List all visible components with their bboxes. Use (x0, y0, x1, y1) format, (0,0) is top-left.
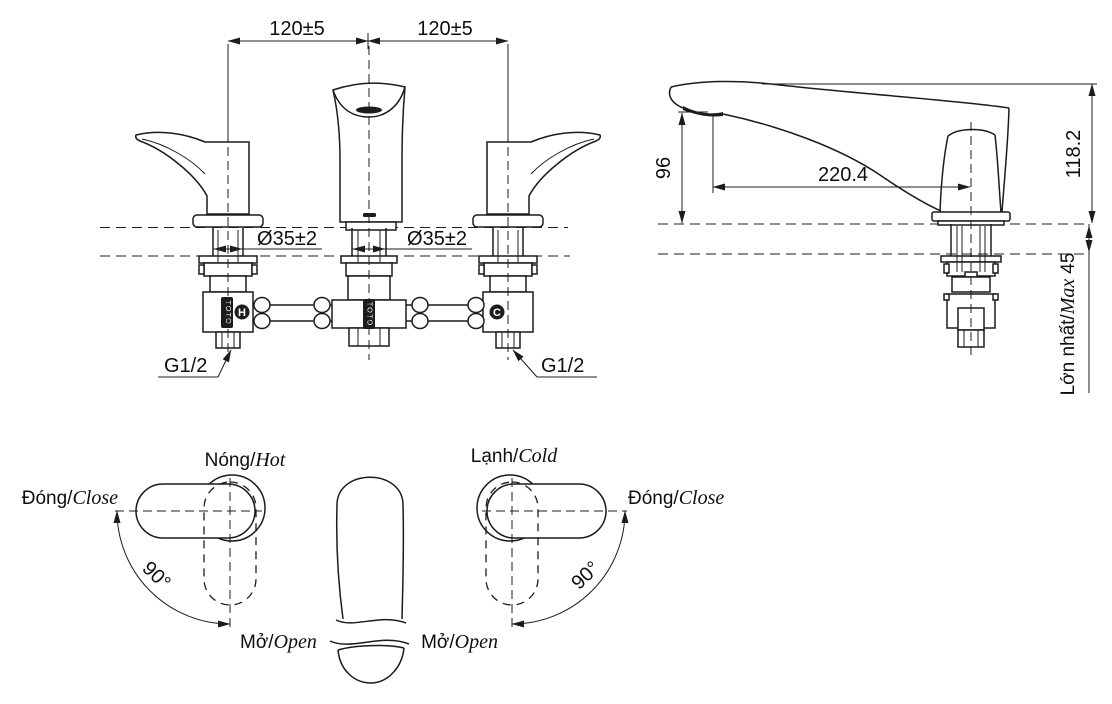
handle-lever-hot (135, 483, 256, 539)
thread-label-right: G1/2 (512, 349, 597, 378)
handle-diagram-hot: 90° Nóng/Hot Đóng/Close Mở/Open (22, 449, 317, 653)
reach-dimension: 220.4 (712, 115, 971, 193)
break-line-lower (329, 639, 410, 645)
deck-thickness-label: Lớn nhất/Max45 (1057, 253, 1079, 396)
dim-hole-left: Ø35±2 (257, 228, 317, 250)
hot-label: Nóng/Hot (205, 449, 286, 471)
spout-side-profile (668, 80, 1011, 226)
outlet-height-dimension: 96 (653, 111, 708, 224)
open-label-cold: Mở/Open (421, 631, 498, 653)
total-height-dimension: 118.2 (762, 83, 1097, 224)
deck-lines-front (100, 226, 570, 257)
angle-label-cold: 90° (567, 557, 604, 594)
deck-lines-side (658, 223, 1086, 255)
cold-handle-front (472, 131, 602, 228)
brand-label-center-valve: TOTO (366, 302, 375, 327)
thread-label-left: G1/2 (158, 349, 232, 378)
hot-valve-assembly: TOTO H (198, 228, 258, 349)
hot-handle-front (134, 131, 264, 228)
dim-reach: 220.4 (818, 164, 868, 186)
brand-label-hot-valve: TOTO (224, 300, 233, 325)
deck-thickness-dimension: Lớn nhất/Max45 (1057, 224, 1093, 396)
dim-outlet-height: 96 (653, 157, 675, 179)
dim-hole-center: Ø35±2 (407, 228, 467, 250)
handle-diagram-cold: 90° Lạnh/Cold Đóng/Close Mở/Open (421, 445, 724, 653)
hole-dimension-left: Ø35±2 (213, 228, 322, 253)
union-nuts (253, 296, 485, 330)
rotation-arc-hot (113, 510, 231, 628)
dim-total-height: 118.2 (1063, 130, 1085, 179)
side-view: 96 220.4 118.2 Lớn nhất/Max45 (653, 80, 1097, 396)
close-label-hot: Đóng/Close (22, 487, 118, 509)
front-view: TOTO H TOTO (100, 18, 602, 378)
break-line-upper (335, 618, 407, 624)
open-label-hot: Mở/Open (240, 631, 317, 653)
hot-marker: H (238, 307, 246, 319)
rotation-arc-cold (511, 510, 629, 628)
supply-pipes (253, 296, 485, 330)
cold-label: Lạnh/Cold (471, 445, 558, 467)
cold-marker: C (493, 307, 501, 319)
angle-label-hot: 90° (138, 557, 175, 594)
dim-spacing-left: 120±5 (269, 18, 324, 40)
thread-label-right-text: G1/2 (541, 355, 584, 377)
spout-top-view (329, 476, 410, 684)
thread-label-left-text: G1/2 (164, 355, 207, 377)
hole-dimension-center: Ø35±2 (352, 228, 472, 253)
centerlines-front (227, 44, 509, 360)
dim-spacing-right: 120±5 (417, 18, 472, 40)
close-label-cold: Đóng/Close (628, 487, 724, 509)
spacing-dimension: 120±5 120±5 (227, 18, 509, 49)
